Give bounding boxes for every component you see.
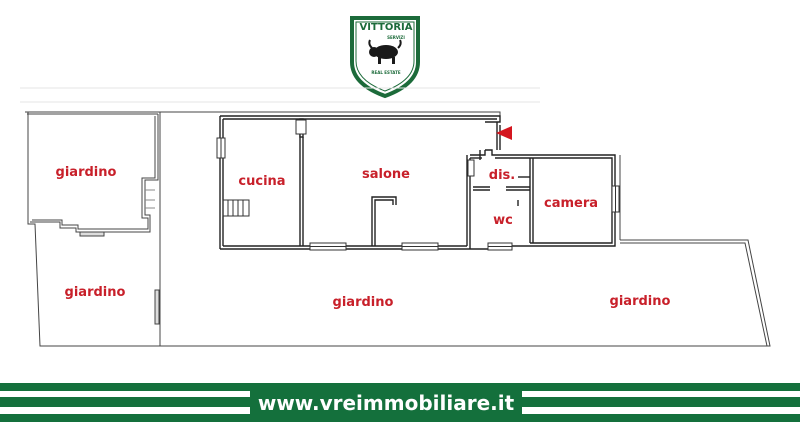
garden-boundary: [160, 111, 771, 347]
room-label-bathroom: wc: [493, 213, 513, 228]
room-label-living: salone: [362, 167, 410, 182]
entrance-arrow-icon: [496, 126, 512, 140]
logo-motto: REAL ESTATE: [371, 70, 400, 75]
bull-icon: [368, 39, 402, 64]
logo-brand: VITTORIA: [360, 22, 413, 33]
room-label-hall: dis.: [489, 168, 515, 183]
footer-band: www.vreimmobiliare.it: [0, 383, 800, 422]
room-label-garden-right: giardino: [610, 294, 671, 309]
windows: [216, 119, 620, 251]
logo-subtitle: SERVIZI: [387, 35, 405, 40]
vittoria-logo: VITTORIA SERVIZI REAL ESTATE: [350, 16, 420, 99]
left-garden-outline: [25, 111, 161, 347]
website-url: www.vreimmobiliare.it: [258, 391, 515, 415]
room-label-bedroom: camera: [544, 196, 598, 211]
room-label-garden-bottom-left: giardino: [65, 285, 126, 300]
room-label-kitchen: cucina: [238, 174, 285, 189]
room-label-garden-center: giardino: [333, 295, 394, 310]
kitchen-stairs: [222, 199, 250, 217]
room-label-garden-top-left: giardino: [56, 165, 117, 180]
construction-lines: [20, 87, 540, 103]
